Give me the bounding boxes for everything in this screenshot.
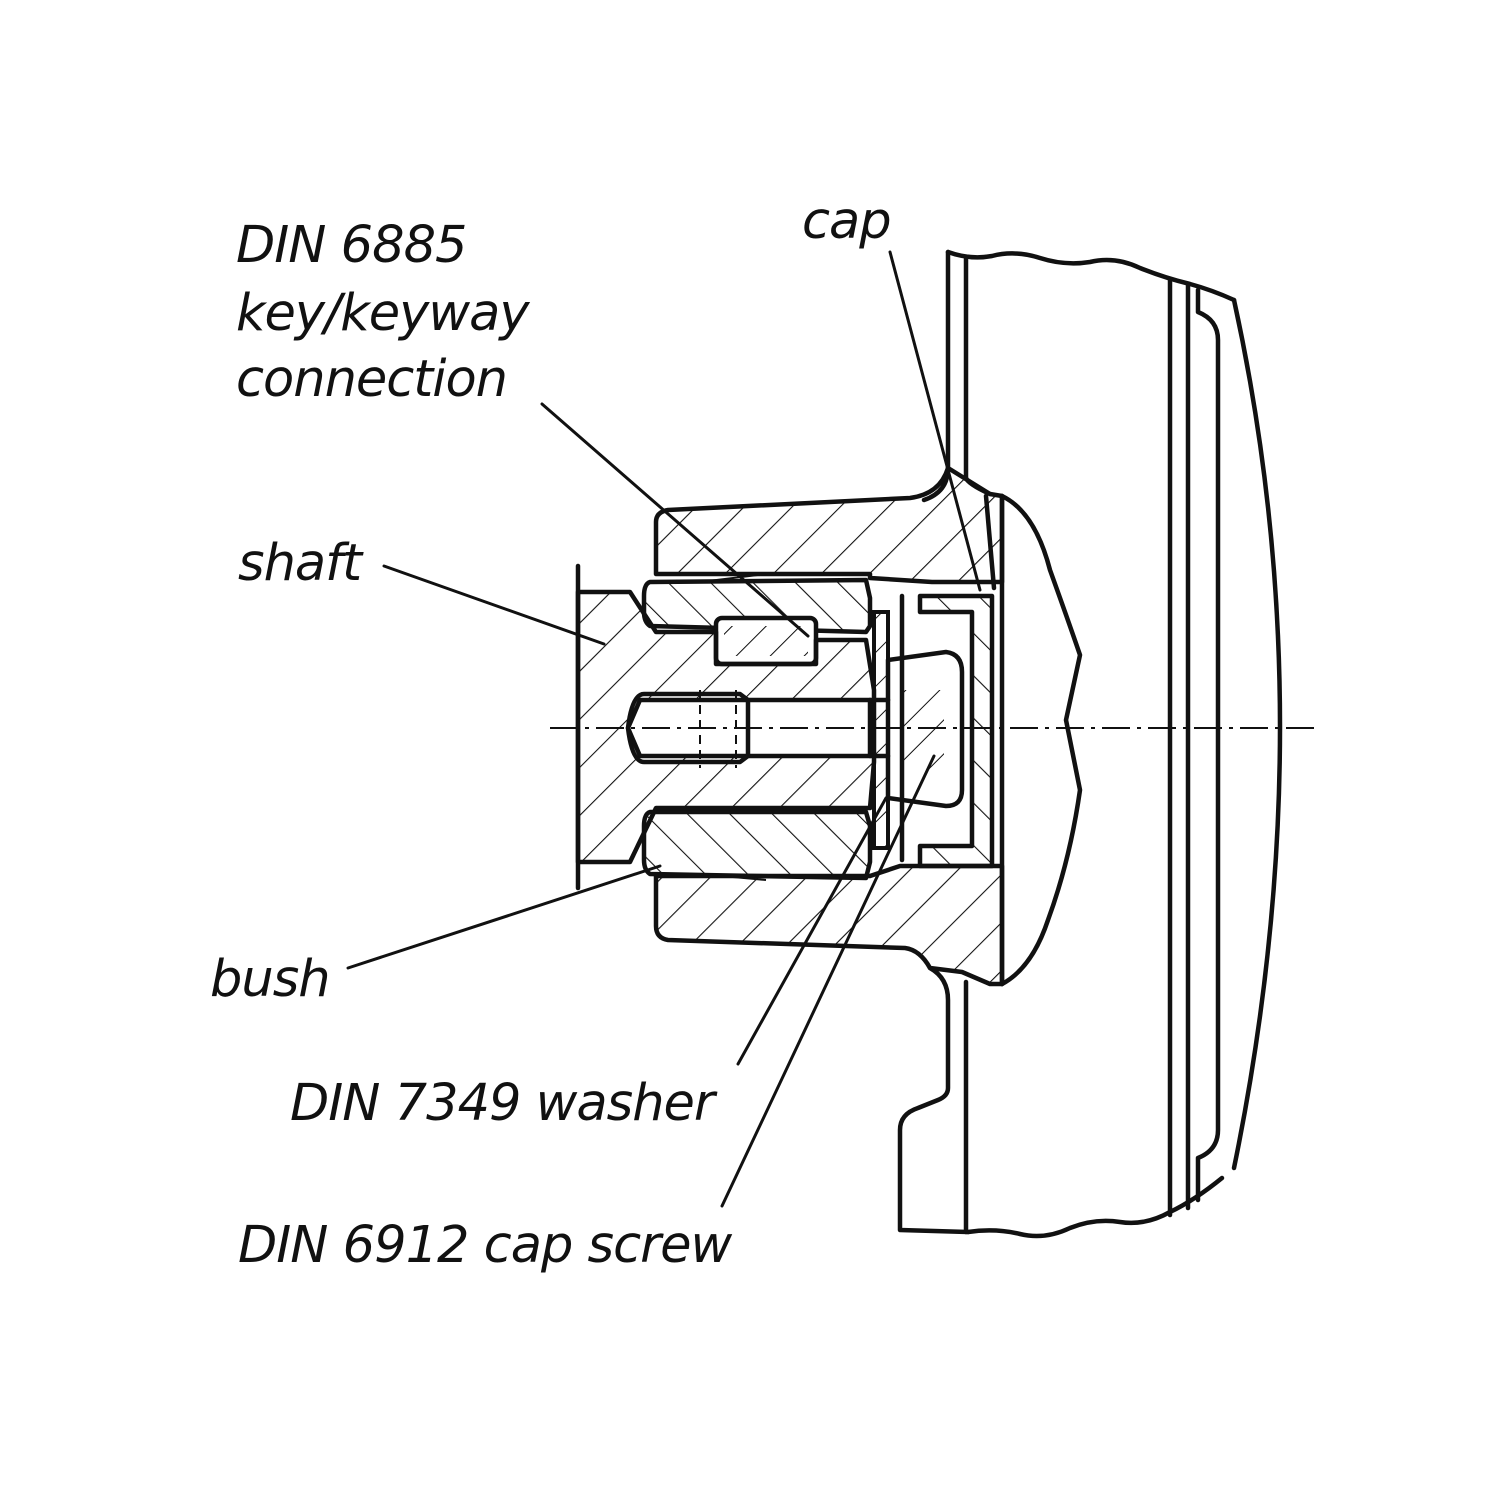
label-bush: bush — [210, 950, 330, 1009]
screw-thread — [625, 691, 751, 765]
labels: DIN 6885 key/keyway connection cap shaft… — [210, 192, 892, 1275]
hub-lower-hatched-area — [653, 863, 1005, 987]
body-left-face-upper — [921, 249, 951, 503]
cap-insert-hatched — [917, 593, 995, 869]
cap-seam-line — [983, 493, 997, 591]
body-left-face-lower — [897, 965, 971, 1235]
leader-bush — [346, 864, 662, 970]
bush-detail-line-2 — [699, 873, 767, 881]
bush-detail-line-1 — [699, 573, 767, 583]
key — [713, 615, 819, 667]
bush-lower-hatched — [641, 809, 873, 881]
label-key-line1: DIN 6885 — [236, 216, 466, 275]
hub-section — [653, 465, 1005, 987]
label-key-line3: connection — [236, 350, 507, 409]
screw-head-hatch — [904, 690, 944, 770]
leader-shaft — [382, 564, 606, 646]
rim-outer-curve — [1231, 297, 1283, 1171]
leader-screw — [720, 754, 936, 1208]
label-washer: DIN 7349 washer — [290, 1074, 718, 1133]
rim-step-line — [1195, 287, 1221, 1203]
key-hatch — [724, 626, 808, 656]
leader-lines — [346, 250, 982, 1208]
label-shaft: shaft — [238, 534, 364, 593]
rim-bottom-break-edge — [965, 1175, 1225, 1239]
label-screw: DIN 6912 cap screw — [238, 1216, 733, 1275]
hub-hatched-area — [653, 465, 1005, 585]
label-cap: cap — [802, 192, 891, 251]
label-key-line2: key/keyway — [236, 284, 530, 343]
cap-outer-curve — [999, 493, 1083, 987]
leader-washer — [736, 796, 888, 1066]
washer — [872, 593, 905, 863]
handwheel-body — [897, 249, 1283, 1239]
leader-key — [540, 402, 810, 638]
washer-body — [872, 610, 890, 850]
rim-top-break-edge — [945, 249, 1237, 303]
leader-cap — [888, 250, 982, 592]
